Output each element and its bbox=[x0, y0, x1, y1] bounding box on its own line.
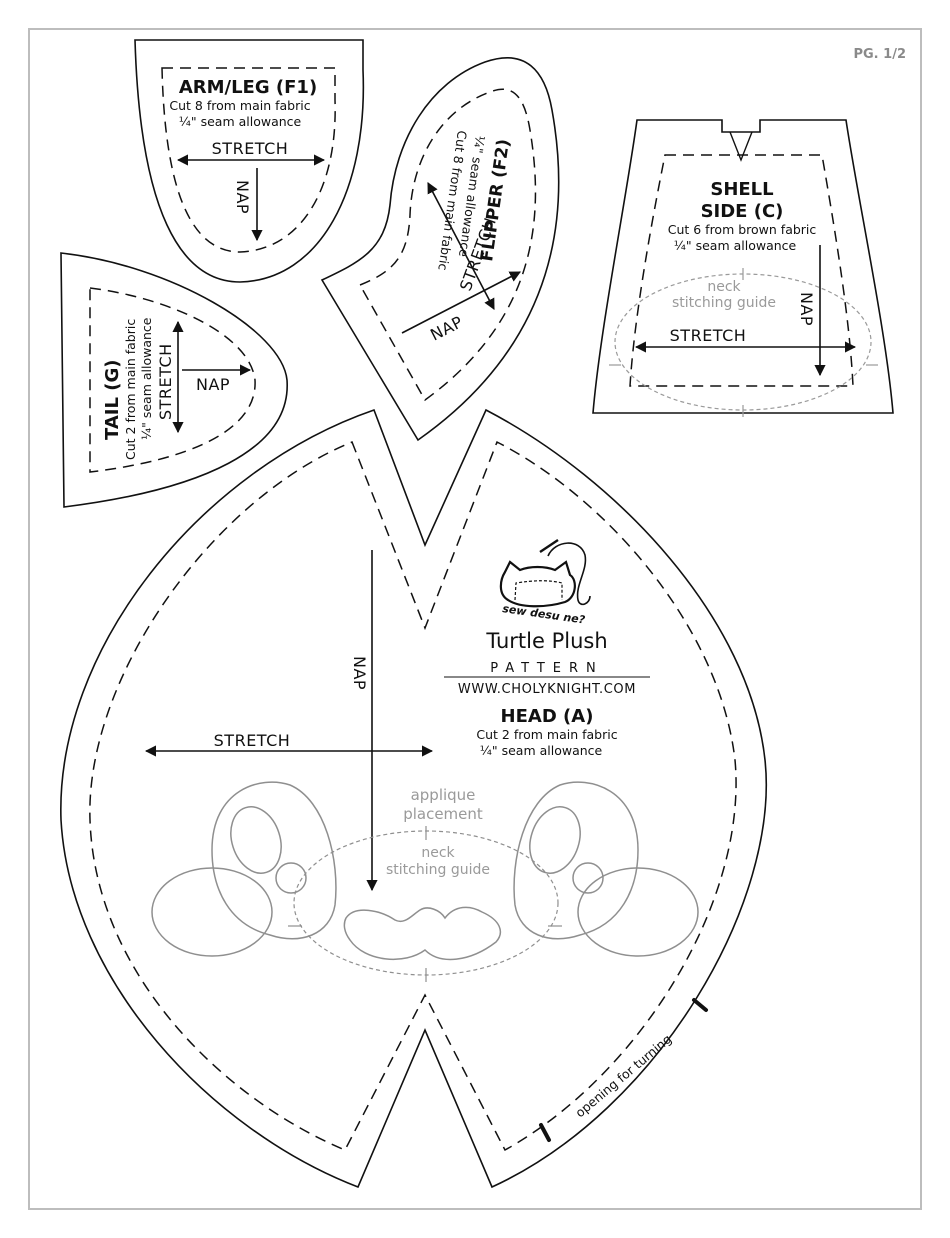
shell-side-neck-label-2: stitching guide bbox=[672, 295, 776, 311]
arm-leg-cut-line bbox=[134, 39, 365, 283]
shell-side-notch bbox=[729, 131, 753, 162]
piece-head: opening for turning NAP STRETCH sew desu… bbox=[60, 408, 767, 1189]
head-opening-label: opening for turning bbox=[572, 1031, 674, 1120]
flipper-seam-line bbox=[358, 88, 537, 402]
shell-side-nap-label: NAP bbox=[797, 292, 816, 326]
tail-seam-line bbox=[89, 287, 256, 473]
head-seam-instruction: ¼" seam allowance bbox=[480, 743, 603, 758]
flipper-cut-line bbox=[320, 57, 560, 442]
right-cheek bbox=[577, 867, 699, 957]
tail-cut-instruction: Cut 2 from main fabric bbox=[123, 319, 138, 460]
left-eye-outline bbox=[211, 781, 337, 940]
applique-shapes bbox=[151, 781, 699, 982]
piece-flipper: FLIPPER (F2) Cut 8 from main fabric ¼" s… bbox=[320, 57, 560, 442]
head-cut-instruction: Cut 2 from main fabric bbox=[476, 727, 617, 742]
piece-tail: TAIL (G) Cut 2 from main fabric ¼" seam … bbox=[60, 252, 288, 508]
shell-side-cut-line bbox=[592, 119, 894, 414]
head-cut-line bbox=[60, 408, 767, 1189]
shell-side-seam-line bbox=[629, 154, 854, 387]
applique-label-1: applique bbox=[411, 786, 476, 804]
pattern-subtitle: PATTERN bbox=[490, 661, 604, 676]
page-number: PG. 1/2 bbox=[853, 47, 906, 62]
opening-mark-left bbox=[539, 1123, 551, 1142]
arm-leg-stretch-label: STRETCH bbox=[212, 139, 289, 158]
website-text: WWW.CHOLYKNIGHT.COM bbox=[458, 682, 636, 697]
right-eye-white bbox=[529, 806, 581, 874]
tail-cut-line bbox=[60, 252, 288, 508]
pattern-title: Turtle Plush bbox=[485, 629, 607, 653]
flipper-stretch-arrow bbox=[427, 182, 495, 310]
opening-mark-right bbox=[692, 998, 708, 1012]
shell-side-cut-instruction: Cut 6 from brown fabric bbox=[668, 222, 817, 237]
shell-side-title-line2: SIDE (C) bbox=[701, 201, 784, 222]
piece-arm-leg: ARM/LEG (F1) Cut 8 from main fabric ¼" s… bbox=[134, 39, 365, 283]
page-border bbox=[28, 28, 922, 1210]
head-seam-line bbox=[89, 440, 737, 1152]
arm-leg-title: ARM/LEG (F1) bbox=[179, 77, 317, 98]
arm-leg-seam-instruction: ¼" seam allowance bbox=[179, 114, 302, 129]
shell-side-seam-instruction: ¼" seam allowance bbox=[674, 238, 797, 253]
shell-side-title-line1: SHELL bbox=[710, 179, 773, 200]
left-eye-white bbox=[230, 806, 282, 874]
shell-side-stretch-label: STRETCH bbox=[670, 326, 747, 345]
tail-nap-label: NAP bbox=[196, 375, 230, 394]
head-nap-label: NAP bbox=[350, 656, 369, 690]
piece-shell-side: SHELL SIDE (C) Cut 6 from brown fabric ¼… bbox=[592, 119, 894, 417]
arm-leg-nap-label: NAP bbox=[233, 180, 252, 214]
applique-label-2: placement bbox=[403, 805, 483, 823]
head-neck-label-1: neck bbox=[421, 845, 455, 861]
arm-leg-cut-instruction: Cut 8 from main fabric bbox=[169, 98, 310, 113]
tail-seam-instruction: ¼" seam allowance bbox=[139, 317, 154, 440]
right-eye-highlight bbox=[572, 862, 604, 894]
head-stretch-label: STRETCH bbox=[214, 731, 291, 750]
left-eye-highlight bbox=[275, 862, 307, 894]
cat-logo-icon bbox=[499, 560, 576, 608]
sew-desu-ne-logo: sew desu ne? bbox=[499, 539, 591, 627]
tail-title: TAIL (G) bbox=[102, 360, 123, 440]
shell-side-neck-label-1: neck bbox=[707, 279, 741, 295]
mouth-shape bbox=[343, 906, 502, 961]
left-cheek bbox=[151, 867, 273, 957]
tail-stretch-label: STRETCH bbox=[156, 343, 175, 420]
flipper-nap-arrow bbox=[401, 271, 521, 334]
head-neck-label-2: stitching guide bbox=[386, 862, 490, 878]
arm-leg-seam-line bbox=[161, 67, 336, 253]
right-eye-outline bbox=[513, 781, 639, 940]
head-title: HEAD (A) bbox=[501, 706, 594, 727]
